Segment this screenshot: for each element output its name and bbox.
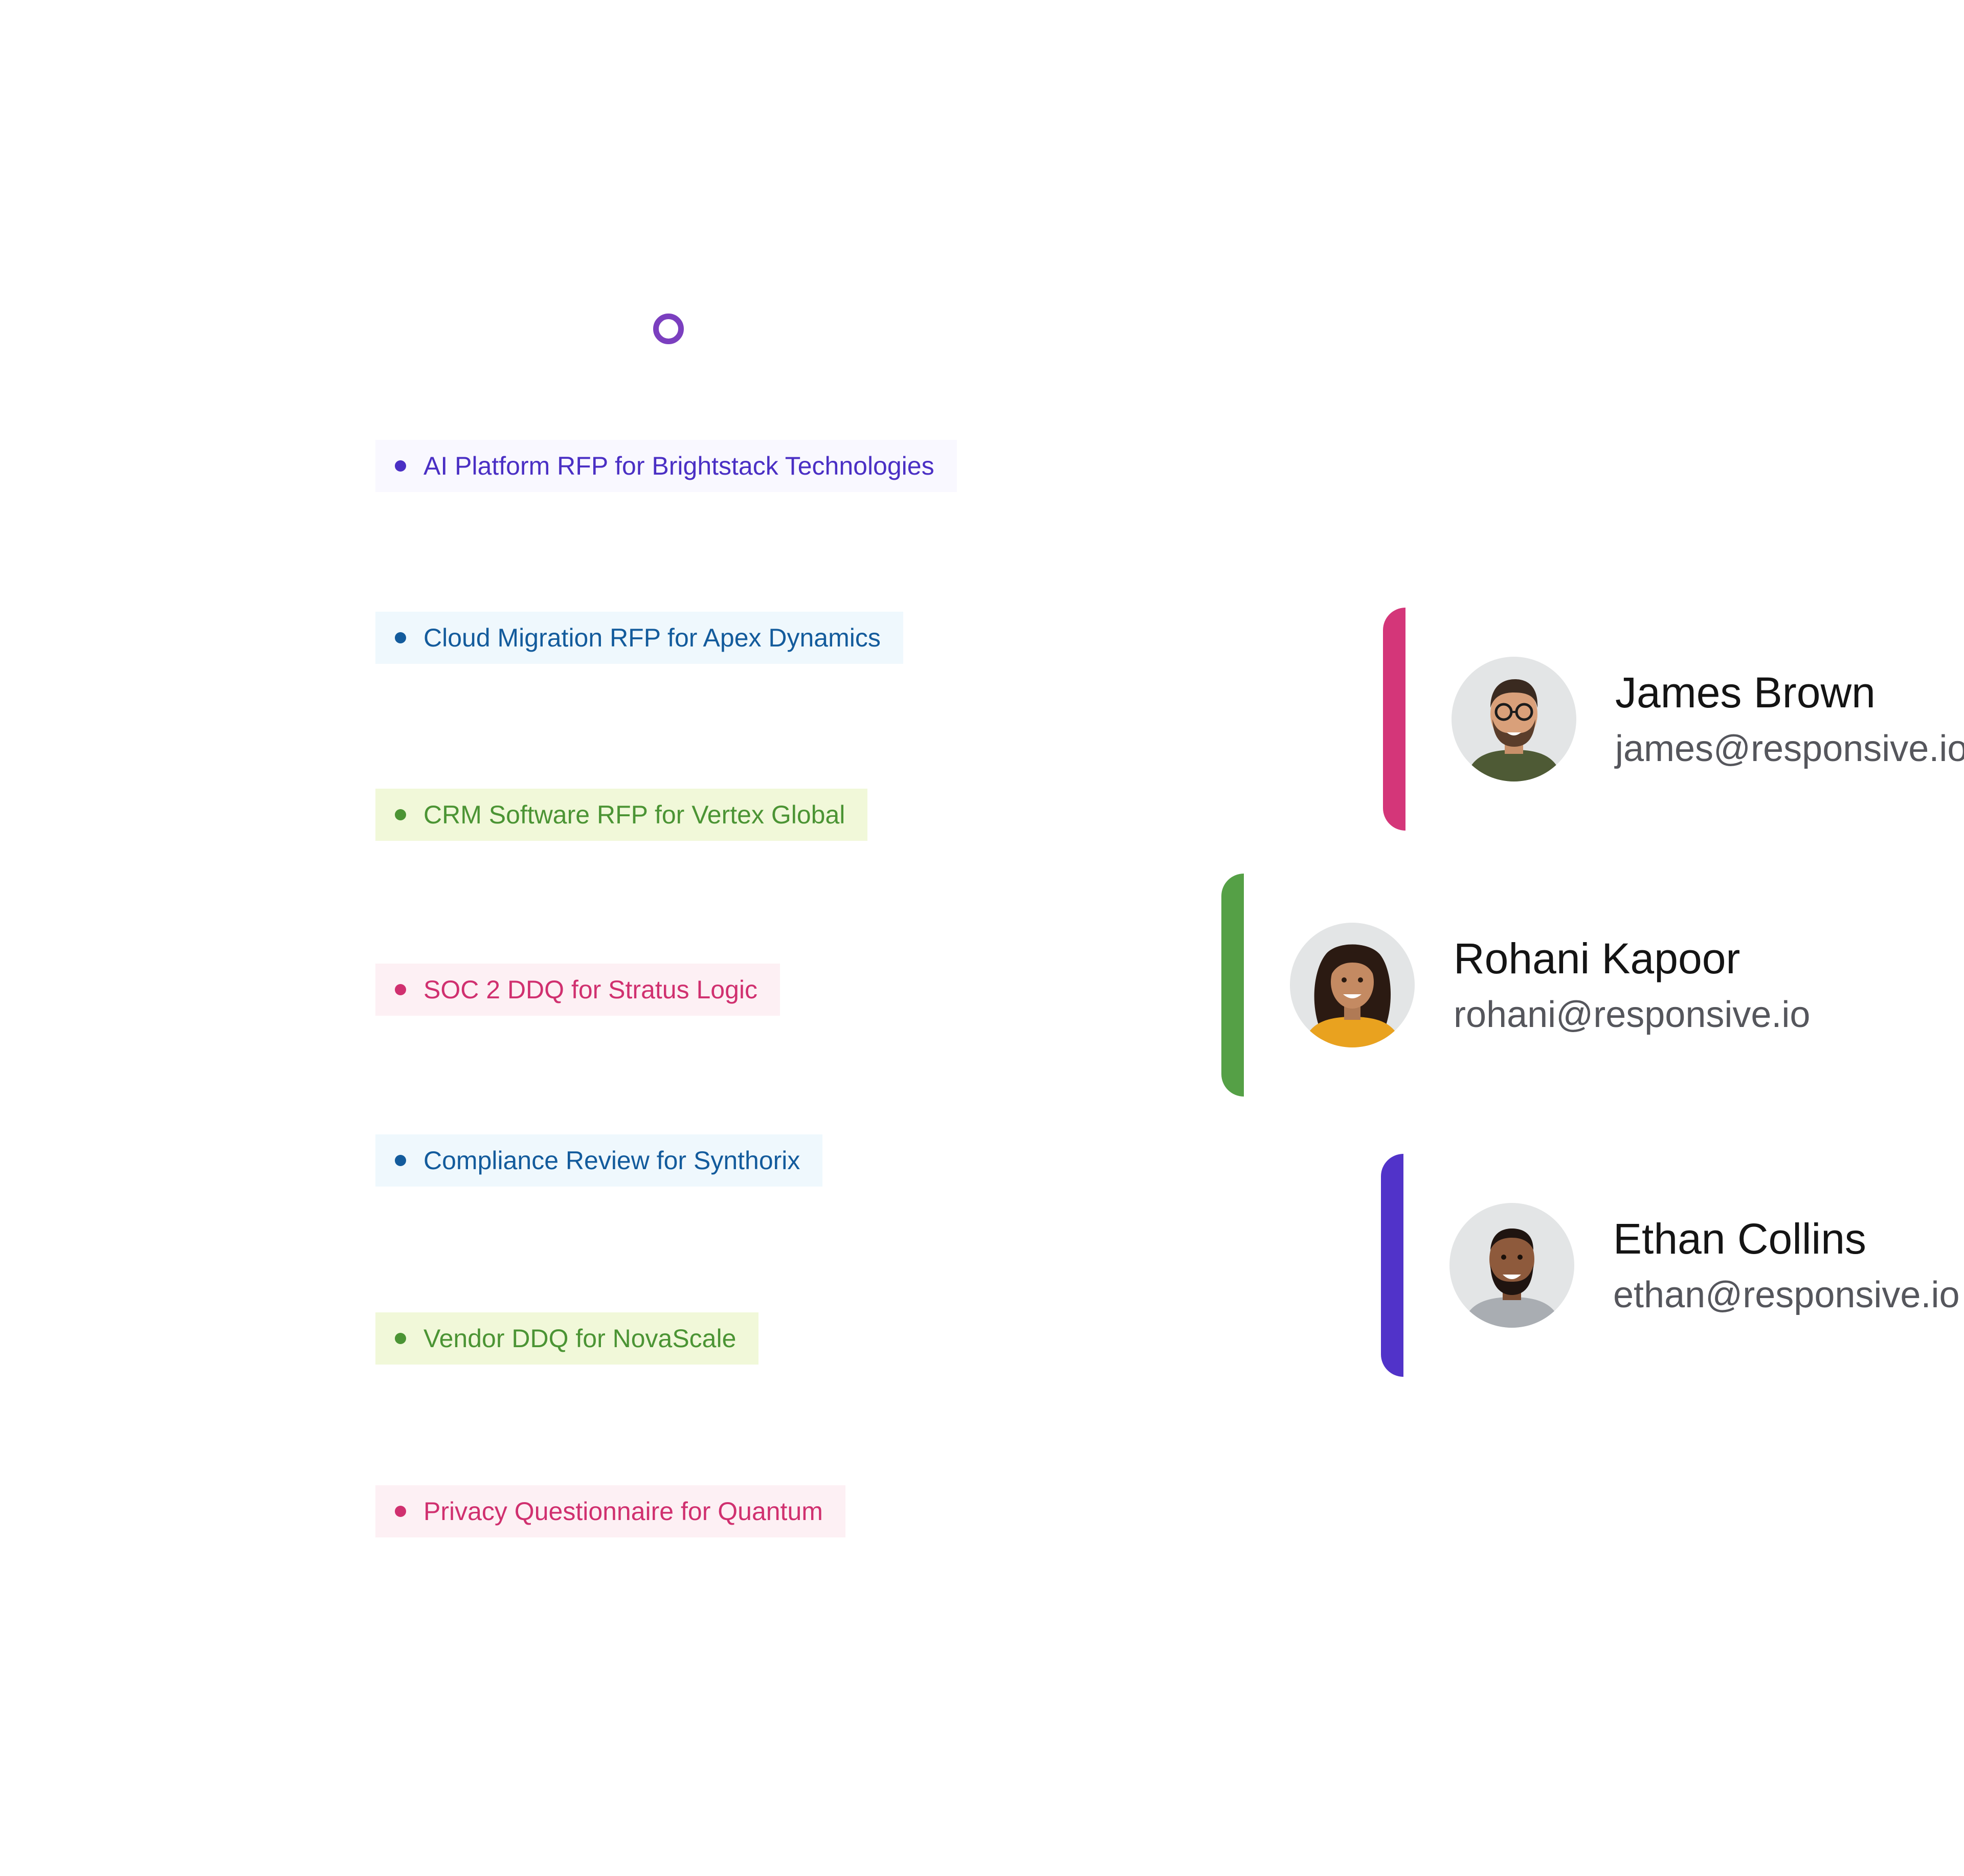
project-tag-label: Compliance Review for Synthorix <box>423 1146 800 1175</box>
project-tag-brightstack[interactable]: AI Platform RFP for Brightstack Technolo… <box>375 440 957 492</box>
person-email[interactable]: rohani@responsive.io <box>1454 994 1811 1035</box>
bullet-dot-icon <box>395 1506 406 1517</box>
bullet-dot-icon <box>395 1333 406 1344</box>
project-tag-label: SOC 2 DDQ for Stratus Logic <box>423 975 758 1004</box>
accent-bar <box>1381 1154 1403 1377</box>
project-tag-label: Vendor DDQ for NovaScale <box>423 1324 736 1353</box>
project-tag-novascale[interactable]: Vendor DDQ for NovaScale <box>375 1312 759 1365</box>
project-tag-label: Privacy Questionnaire for Quantum <box>423 1497 823 1526</box>
status-ring-icon <box>653 314 684 344</box>
person-card-ethan[interactable]: Ethan Collins ethan@responsive.io <box>1381 1154 1960 1377</box>
bullet-dot-icon <box>395 1155 406 1166</box>
avatar <box>1452 657 1576 781</box>
person-name: Ethan Collins <box>1613 1215 1866 1263</box>
project-tag-apex[interactable]: Cloud Migration RFP for Apex Dynamics <box>375 612 903 664</box>
avatar <box>1449 1203 1574 1328</box>
person-name: James Brown <box>1615 668 1876 717</box>
project-tag-label: Cloud Migration RFP for Apex Dynamics <box>423 623 881 652</box>
accent-bar <box>1383 608 1405 831</box>
bullet-dot-icon <box>395 632 406 643</box>
avatar <box>1290 923 1415 1047</box>
bullet-dot-icon <box>395 460 406 472</box>
project-tag-stratus[interactable]: SOC 2 DDQ for Stratus Logic <box>375 964 780 1016</box>
project-tag-quantum[interactable]: Privacy Questionnaire for Quantum <box>375 1485 845 1537</box>
person-email[interactable]: ethan@responsive.io <box>1613 1274 1960 1315</box>
accent-bar <box>1221 874 1244 1097</box>
project-tag-label: AI Platform RFP for Brightstack Technolo… <box>423 452 934 480</box>
project-tag-synthorix[interactable]: Compliance Review for Synthorix <box>375 1134 823 1187</box>
person-email[interactable]: james@responsive.io <box>1615 728 1964 769</box>
project-tag-vertex[interactable]: CRM Software RFP for Vertex Global <box>375 789 868 841</box>
bullet-dot-icon <box>395 809 406 820</box>
bullet-dot-icon <box>395 984 406 995</box>
person-card-james[interactable]: James Brown james@responsive.io <box>1383 608 1964 831</box>
project-tag-label: CRM Software RFP for Vertex Global <box>423 800 845 829</box>
person-card-rohani[interactable]: Rohani Kapoor rohani@responsive.io <box>1221 874 1810 1097</box>
person-name: Rohani Kapoor <box>1454 934 1740 983</box>
